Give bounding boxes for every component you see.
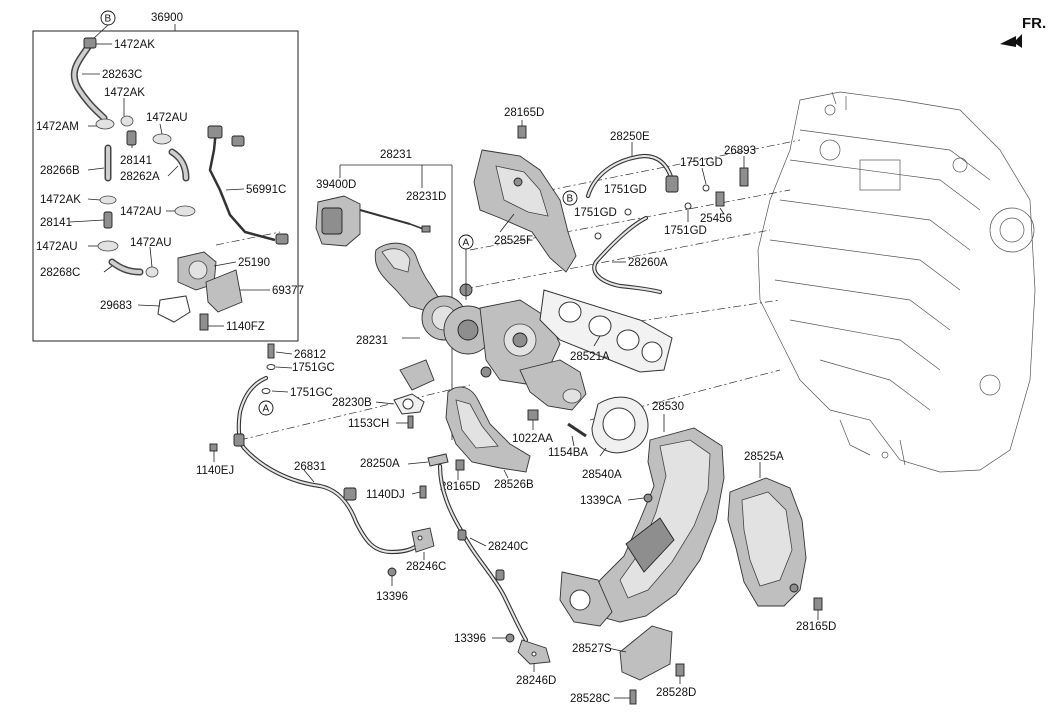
engine-block-drawing	[757, 91, 1036, 473]
label-28527s: 28527S	[572, 643, 612, 655]
label-36900: 36900	[151, 12, 183, 24]
label-1140dj: 1140DJ	[366, 489, 405, 501]
label-28230b: 28230B	[332, 397, 372, 409]
label-28526b: 28526B	[494, 479, 534, 491]
label-28165d-2: 28165D	[440, 481, 480, 493]
label-28231-low: 28231	[356, 335, 388, 347]
heat-shield-lower-group: 1022AA 28165D 28526B	[440, 386, 553, 493]
group-box-36900	[32, 30, 299, 342]
label-25190: 25190	[238, 257, 270, 269]
label-13396-1: 13396	[376, 591, 408, 603]
label-28141-1: 28141	[120, 155, 152, 167]
label-1339ca: 1339CA	[580, 495, 622, 507]
callout-a-left-circle	[258, 400, 274, 416]
callout-a-left: A	[263, 404, 270, 415]
heat-shield-upper-group: 28165D 28525F A 28250E B 26893 1751GD 17…	[458, 107, 756, 300]
label-28246c: 28246C	[406, 561, 446, 573]
water-pump-assembly-group: 36900 B	[32, 10, 304, 342]
label-1751gc-2: 1751GC	[290, 387, 333, 399]
label-1751gd-4: 1751GD	[664, 225, 707, 237]
front-arrow-icon	[1000, 34, 1022, 48]
fr-label: FR.	[1022, 15, 1046, 32]
callout-b-top: B	[105, 14, 112, 25]
label-28231d: 28231D	[406, 191, 446, 203]
front-direction-indicator: FR.	[1000, 15, 1046, 48]
label-1472ak-2: 1472AK	[104, 87, 145, 99]
catalytic-converter-group: 28530 1339CA	[559, 401, 725, 627]
manifold-gasket-group: 28521A	[539, 289, 673, 373]
converter-heat-shield-group: 28525A 28165D	[727, 451, 836, 633]
label-26831: 26831	[294, 461, 326, 473]
label-28250e: 28250E	[610, 131, 650, 143]
label-1022aa: 1022AA	[512, 433, 553, 445]
label-1154ba: 1154BA	[548, 447, 588, 459]
label-28525a: 28525A	[744, 451, 784, 463]
label-28540a: 28540A	[582, 469, 622, 481]
label-1140ej: 1140EJ	[196, 465, 234, 477]
label-28231-top: 28231	[380, 149, 412, 161]
label-1140fz: 1140FZ	[226, 321, 265, 333]
label-1751gd-1: 1751GD	[680, 157, 723, 169]
label-28525f: 28525F	[494, 235, 533, 247]
label-39400d: 39400D	[316, 179, 356, 191]
label-28260a: 28260A	[628, 257, 668, 269]
label-1472ak-1: 1472AK	[114, 39, 155, 51]
converter-gasket-group: 1154BA 28540A	[548, 396, 649, 481]
label-28250a: 28250A	[360, 458, 400, 470]
label-25456: 25456	[700, 213, 732, 225]
label-28165d-1: 28165D	[504, 107, 544, 119]
oil-return-line-group: 28250A 1140DJ 28240C 28246D 13396	[360, 453, 556, 687]
label-69377: 69377	[272, 285, 304, 297]
label-28530: 28530	[652, 401, 684, 413]
label-28263c: 28263C	[102, 69, 142, 81]
label-28521a: 28521A	[570, 351, 610, 363]
label-1472au-2: 1472AU	[120, 206, 162, 218]
label-28268c: 28268C	[40, 267, 80, 279]
converter-bracket-group: 28527S 28528C 28528D	[570, 625, 696, 705]
oil-feed-line-group: 26812 1751GC 1751GC 1140EJ 26831 A 28246…	[196, 343, 446, 603]
callout-b-mid: B	[567, 194, 574, 205]
label-28246d: 28246D	[516, 675, 556, 687]
label-1472au-3: 1472AU	[130, 237, 172, 249]
label-1153ch: 1153CH	[348, 418, 389, 430]
label-1472ak-3: 1472AK	[40, 194, 81, 206]
label-1751gd-3: 1751GD	[574, 207, 617, 219]
label-29683: 29683	[100, 300, 132, 312]
label-1751gc-1: 1751GC	[292, 362, 335, 374]
label-28266b: 28266B	[40, 165, 80, 177]
label-26812: 26812	[294, 349, 326, 361]
label-28240c: 28240C	[488, 541, 528, 553]
callout-a-mid: A	[463, 238, 470, 249]
label-1472am: 1472AM	[36, 121, 79, 133]
label-56991c: 56991C	[246, 184, 286, 196]
turbo-upper-group: 28231 39400D 28231D 28231	[315, 149, 587, 440]
turbo-gasket-group: 28230B 1153CH	[332, 393, 425, 430]
label-1472au-4: 1472AU	[36, 241, 78, 253]
label-28262a: 28262A	[120, 171, 160, 183]
label-28165d-3: 28165D	[796, 621, 836, 633]
label-26893: 26893	[724, 145, 756, 157]
callout-b-mid-circle	[562, 190, 578, 206]
label-28528c: 28528C	[570, 693, 610, 705]
label-28528d: 28528D	[656, 687, 696, 699]
label-1472au-1: 1472AU	[146, 112, 188, 124]
label-1751gd-2: 1751GD	[604, 184, 647, 196]
label-13396-2: 13396	[454, 633, 486, 645]
label-28141-2: 28141	[40, 217, 72, 229]
